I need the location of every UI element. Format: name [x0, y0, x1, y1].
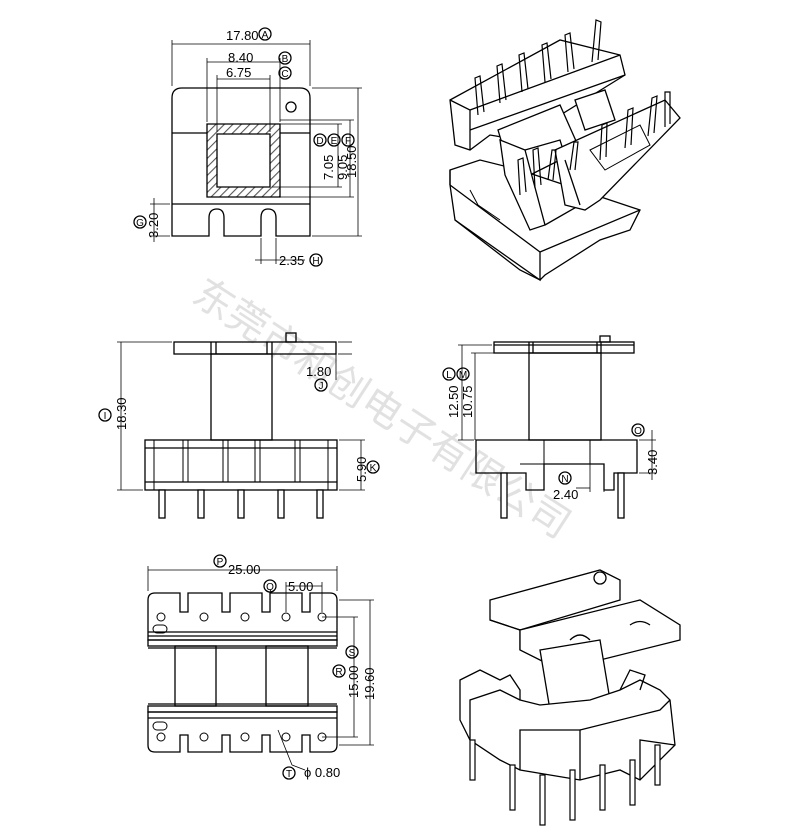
tag-o: O	[634, 426, 642, 437]
front-view	[98, 332, 380, 519]
dim-1-80: 1.80	[306, 364, 331, 379]
dim-9-05: 9.05	[335, 155, 350, 180]
dim-2-35: 2.35	[279, 253, 304, 268]
dim-phi-0-80: ϕ 0.80	[304, 765, 340, 780]
dim-18-30: 18.30	[114, 397, 129, 430]
dim-17-80: 17.80	[226, 28, 259, 43]
dim-10-75: 10.75	[460, 385, 475, 418]
dim-18-50: 18.50	[344, 145, 359, 178]
dim-5-00: 5.00	[288, 579, 313, 594]
bottom-view	[147, 554, 374, 780]
top-view	[133, 27, 362, 267]
assembled-isometric-view	[459, 569, 681, 826]
tag-q: Q	[266, 582, 274, 593]
tag-e: E	[331, 136, 338, 147]
tag-m: M	[459, 370, 467, 381]
dim-7-05: 7.05	[321, 155, 336, 180]
side-view	[442, 335, 656, 519]
tag-p: P	[217, 557, 224, 568]
dim-3-20: 3.20	[146, 213, 161, 238]
tag-r: R	[335, 667, 342, 678]
tag-c: C	[281, 69, 288, 80]
dim-6-75: 6.75	[226, 65, 251, 80]
tag-f: F	[345, 136, 351, 147]
tag-h: H	[312, 256, 319, 267]
tag-t: T	[286, 769, 292, 780]
tag-d: D	[316, 136, 323, 147]
dim-5-90: 5.90	[354, 457, 369, 482]
dim-25-00: 25.00	[228, 562, 261, 577]
tag-a: A	[262, 30, 269, 41]
dim-15-00: 15.00	[346, 665, 361, 698]
tag-b: B	[282, 54, 289, 65]
tag-s: S	[349, 648, 356, 659]
exploded-isometric-view	[449, 19, 681, 282]
tag-g: G	[136, 218, 144, 229]
tag-i: I	[104, 411, 107, 422]
tag-n: N	[561, 474, 568, 485]
dim-3-40: 3.40	[645, 450, 660, 475]
tag-j: J	[319, 381, 324, 392]
tag-l: L	[446, 370, 452, 381]
dim-12-50: 12.50	[446, 385, 461, 418]
dim-8-40: 8.40	[228, 50, 253, 65]
tag-k: K	[370, 463, 377, 474]
dim-19-60: 19.60	[362, 667, 377, 700]
dim-2-40: 2.40	[553, 487, 578, 502]
